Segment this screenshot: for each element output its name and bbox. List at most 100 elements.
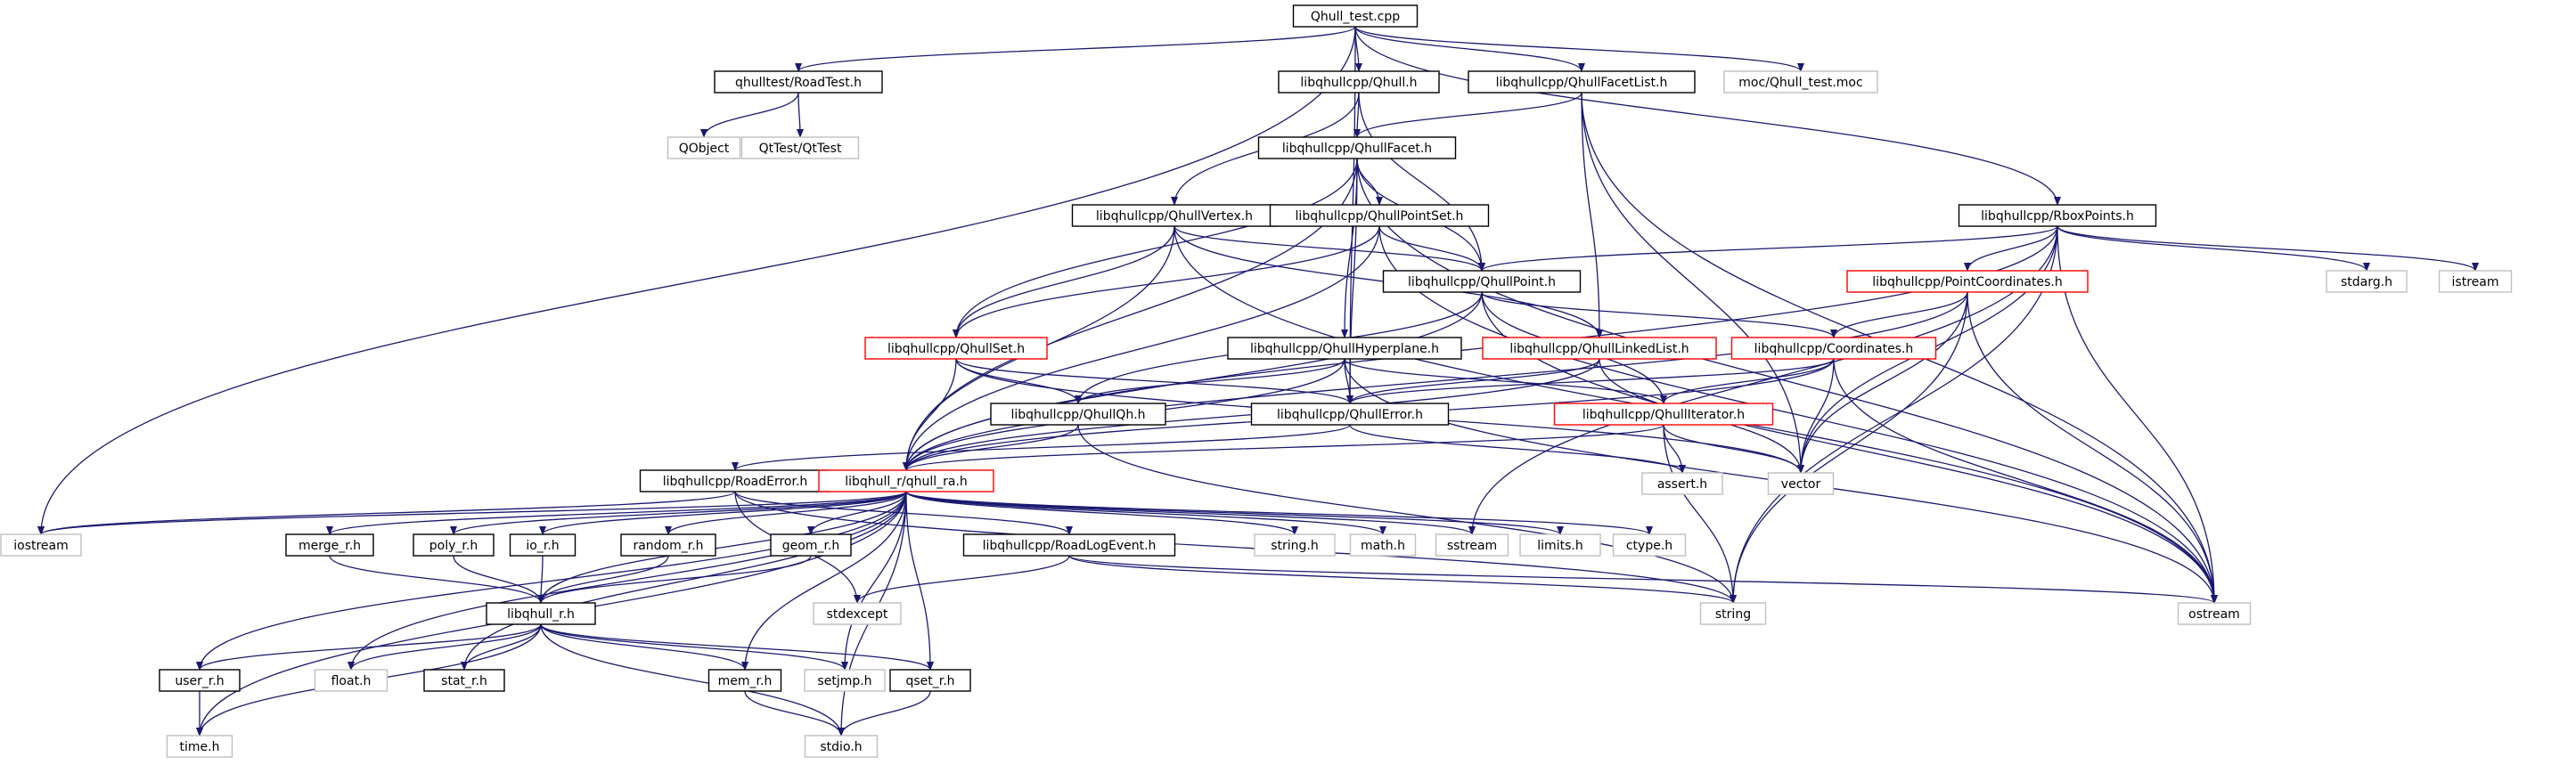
node-setjmp-h[interactable]: setjmp.h [804, 669, 886, 692]
edge-qhullqh_h-to-qhull_ra_h [903, 424, 1079, 471]
node-layer: Qhull_test.cpp qhulltest/RoadTest.h libqhu… [0, 4, 2513, 758]
node-label: libqhull_r.h [507, 607, 575, 622]
edge-rboxpoints_h-to-istream [2057, 225, 2479, 272]
edge-qhull_ra_h-to-sstream [905, 491, 1476, 535]
node-iostream[interactable]: iostream [0, 533, 82, 557]
node-label: mem_r.h [718, 674, 773, 688]
node-label: libqhullcpp/QhullSet.h [887, 342, 1025, 356]
node-merge-r-h[interactable]: merge_r.h [285, 533, 374, 557]
node-qhullset-h[interactable]: libqhullcpp/QhullSet.h [864, 337, 1048, 360]
edge-poly_r_h-to-libqhull_r_h [453, 555, 544, 604]
node-box [804, 669, 886, 692]
node-label: libqhullcpp/RboxPoints.h [1981, 209, 2134, 224]
node-box [1435, 533, 1509, 557]
node-qhullhyperplane-h[interactable]: libqhullcpp/QhullHyperplane.h [1227, 337, 1462, 360]
node-label: iostream [13, 539, 69, 553]
edge-qhulliterator_h-to-string [1663, 424, 1737, 604]
node-box [1767, 472, 1835, 495]
node-istream[interactable]: istream [2438, 270, 2513, 293]
node-rboxpoints-h[interactable]: libqhullcpp/RboxPoints.h [1958, 204, 2157, 227]
node-float-h[interactable]: float.h [314, 669, 388, 692]
edge-qhullqh_h-to-string [1077, 424, 1737, 604]
node-qobject[interactable]: QObject [666, 136, 741, 159]
node-user-r-h[interactable]: user_r.h [159, 669, 241, 692]
node-box [2326, 270, 2408, 293]
node-qhull-h[interactable]: libqhullcpp/Qhull.h [1278, 70, 1440, 94]
node-qhullvertex-h[interactable]: libqhullcpp/QhullVertex.h [1071, 204, 1278, 227]
node-box [813, 602, 902, 625]
edge-libqhull_r_h-to-stat_r_h [461, 623, 542, 671]
node-label: libqhullcpp/PointCoordinates.h [1872, 275, 2062, 289]
node-stdio-h[interactable]: stdio.h [804, 735, 879, 758]
node-pointcoordinates-h[interactable]: libqhullcpp/PointCoordinates.h [1846, 270, 2089, 293]
node-qhullpoint-h[interactable]: libqhullcpp/QhullPoint.h [1382, 270, 1582, 293]
node-assert-h[interactable]: assert.h [1641, 472, 1723, 495]
node-box [413, 533, 495, 557]
node-ostream[interactable]: ostream [2177, 602, 2252, 625]
edge-pointcoordinates_h-to-vector [1797, 291, 1968, 474]
node-coordinates-h[interactable]: libqhullcpp/Coordinates.h [1730, 337, 1937, 360]
node-box [804, 735, 879, 758]
node-label: libqhullcpp/QhullVertex.h [1096, 209, 1253, 224]
node-label: QObject [679, 142, 730, 156]
node-sstream[interactable]: sstream [1435, 533, 1509, 557]
node-qhullfacetlist-h[interactable]: libqhullcpp/QhullFacetList.h [1468, 70, 1696, 94]
node-stdexcept[interactable]: stdexcept [813, 602, 902, 625]
node-time-h[interactable]: time.h [166, 735, 233, 758]
node-roadtest-h[interactable]: qhulltest/RoadTest.h [714, 70, 883, 94]
node-box [0, 533, 82, 557]
node-label: istream [2452, 275, 2499, 289]
node-io-r-h[interactable]: io_r.h [509, 533, 577, 557]
edge-qhull_ra_h-to-iostream [37, 491, 907, 535]
node-qhulllinkedlist-h[interactable]: libqhullcpp/QhullLinkedList.h [1482, 337, 1717, 360]
node-vector[interactable]: vector [1767, 472, 1835, 495]
edge-qhull_ra_h-to-string_h [905, 491, 1298, 535]
node-poly-r-h[interactable]: poly_r.h [413, 533, 495, 557]
node-math-h[interactable]: math.h [1349, 533, 1417, 557]
node-label: setjmp.h [817, 674, 871, 688]
node-box [1958, 204, 2157, 227]
node-ctype-h[interactable]: ctype.h [1612, 533, 1687, 557]
node-mem-r-h[interactable]: mem_r.h [707, 669, 782, 692]
node-qhull-ra-h[interactable]: libqhull_r/qhull_ra.h [818, 469, 994, 492]
node-qttest[interactable]: QtTest/QtTest [740, 136, 860, 159]
node-random-r-h[interactable]: random_r.h [620, 533, 716, 557]
node-qhullerror-h[interactable]: libqhullcpp/QhullError.h [1250, 403, 1450, 426]
node-string[interactable]: string [1699, 602, 1767, 625]
edge-roadlogevent_h-to-stdexcept [854, 555, 1070, 604]
node-box [1071, 204, 1278, 227]
node-roadlogevent-h[interactable]: libqhullcpp/RoadLogEvent.h [962, 533, 1176, 557]
edge-layer [37, 26, 2479, 737]
node-qset-r-h[interactable]: qset_r.h [889, 669, 971, 692]
node-stat-r-h[interactable]: stat_r.h [423, 669, 505, 692]
node-label: poly_r.h [429, 539, 478, 553]
edge-pointcoordinates_h-to-qhull_ra_h [903, 291, 1968, 471]
node-string-h[interactable]: string.h [1254, 533, 1336, 557]
edge-roadlogevent_h-to-string [1068, 555, 1737, 604]
edge-coordinates_h-to-qhulliterator_h [1660, 358, 1835, 404]
node-limits-h[interactable]: limits.h [1519, 533, 1601, 557]
node-qhullqh-h[interactable]: libqhullcpp/QhullQh.h [990, 403, 1166, 426]
edge-roaderror_h-to-iostream [37, 491, 736, 535]
node-roaderror-h[interactable]: libqhullcpp/RoadError.h [639, 469, 831, 492]
node-qhulliterator-h[interactable]: libqhullcpp/QhullIterator.h [1553, 403, 1774, 426]
node-box [818, 469, 994, 492]
node-box [2438, 270, 2513, 293]
node-label: vector [1781, 477, 1821, 492]
node-qhull-test-moc[interactable]: moc/Qhull_test.moc [1723, 70, 1878, 94]
node-label: Qhull_test.cpp [1311, 10, 1400, 24]
node-box [1641, 472, 1723, 495]
node-libqhull-r-h[interactable]: libqhull_r.h [486, 602, 596, 625]
node-box [1349, 533, 1417, 557]
node-box [1730, 337, 1937, 360]
node-qhullfacet-h[interactable]: libqhullcpp/QhullFacet.h [1257, 136, 1457, 159]
node-stdarg-h[interactable]: stdarg.h [2326, 270, 2408, 293]
node-geom-r-h[interactable]: geom_r.h [770, 533, 852, 557]
node-label: user_r.h [175, 674, 224, 688]
node-qhullpointset-h[interactable]: libqhullcpp/QhullPointSet.h [1269, 204, 1490, 227]
edge-qhullhyperplane_h-to-qhullqh_h [1075, 358, 1345, 404]
node-label: libqhullcpp/RoadLogEvent.h [983, 539, 1157, 553]
node-label: libqhullcpp/QhullQh.h [1010, 408, 1145, 422]
node-qhull-test-cpp[interactable]: Qhull_test.cpp [1292, 4, 1419, 28]
